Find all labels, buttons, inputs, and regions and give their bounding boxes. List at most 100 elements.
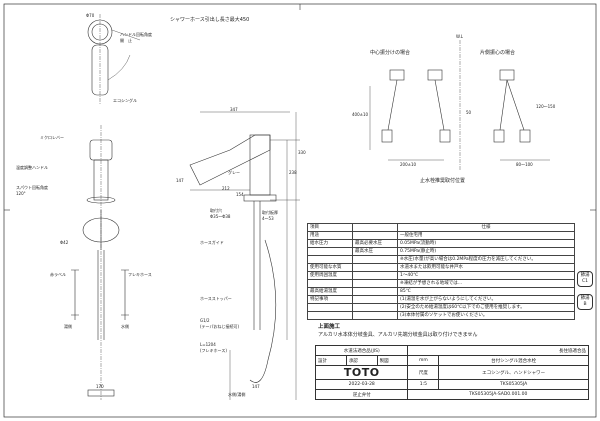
spec-cell: 0.05MPa(流動時) [397, 239, 575, 248]
spec-cell: 0.75MPa(静止時) [397, 247, 575, 256]
dim-200: 200±10 [400, 162, 417, 167]
unit: mm [407, 355, 440, 366]
spec-header-spec: 仕様 [397, 223, 575, 232]
tb-row-2: 設計 承認 製図 mm 台付シングル混合水栓 [315, 355, 589, 366]
water-certified: 水道法適合品(JIS) [314, 345, 409, 356]
dim-70: Φ70 [86, 13, 95, 18]
spec-cell: 使用可能な水質 [307, 263, 353, 272]
spec-cell: 水道水または飲用可能な井戸水 [397, 263, 575, 272]
spec-cell: ※凍結が予想される地域では... [397, 279, 575, 288]
spec-cell [352, 263, 398, 272]
table-row: 用途 一般住宅用 [307, 231, 575, 240]
tb-row-5: 逆止弁付 TKS05305JA-SAD0.001.00 [314, 389, 589, 400]
spec-cell [307, 279, 353, 288]
spec-cell: (3)本体付属のソケットでお使いください。 [397, 311, 575, 320]
spec-cell [352, 295, 398, 304]
spec-cell: 使用周囲温度 [307, 271, 353, 280]
flex-hose-mid: (フレキホース) [200, 348, 227, 353]
spec-cell: (2)安全のため給湯温度は60℃以下でのご使用を推奨します。 [397, 303, 575, 312]
notes-line1: アルカリ水本体分岐金具、アルカリ先端分岐金具は取り付けできません [318, 332, 478, 338]
drawing-number: TKS05305JA-SAD0.001.00 [407, 389, 589, 400]
l-1204: L=1204 [200, 342, 216, 347]
piping-diagrams [369, 40, 550, 170]
thickness-range: 4〜53 [262, 216, 274, 221]
long-life: 長住協適合品 [407, 345, 589, 356]
col-check: 承認 [345, 355, 378, 366]
flex-hose-left: フレキホース [128, 272, 152, 277]
spec-header-row: 項目 仕様 [307, 223, 575, 232]
remarks: 逆止弁付 [314, 389, 409, 400]
title-block: 水道法適合品(JIS) 長住協適合品 設計 承認 製図 mm 台付シングル混合水… [314, 345, 589, 414]
dim-147b: 147 [252, 384, 260, 389]
taper-note: (テーパおねじ接続可) [200, 324, 240, 329]
hose-stopper-label: ホースストッパー [200, 296, 232, 301]
table-row: (3)本体付属のソケットでお使いください。 [307, 311, 575, 320]
microlever-label: ミクロレバー [40, 135, 64, 140]
table-row: ※水圧(水量)が高い場合は0.2MPa程度の圧力を減圧してください。 [307, 255, 575, 264]
dim-147: 147 [176, 178, 184, 183]
spec-cell [352, 279, 398, 288]
hot-water-label: 湯側 [64, 324, 72, 329]
stamp-b: 節湯B [577, 294, 593, 310]
spec-cell: 85℃ [397, 287, 575, 296]
spec-cell: 特記事項 [307, 295, 353, 304]
stop-valve-position-label: 止水栓推奨取付位置 [420, 178, 466, 184]
product-name: 台付シングル混合水栓 [438, 355, 589, 366]
center-mount-label: 中心振分けの場合 [370, 50, 411, 56]
tb-row-3: TOTO 尺度 エコシングル、ハンドシャワー [314, 365, 589, 380]
dim-330: 330 [298, 150, 306, 155]
date: 2022-03-28 [314, 379, 409, 390]
model-number: TKS05305JA [438, 379, 589, 390]
dim-80-100: 80〜100 [516, 162, 533, 167]
spec-cell [352, 303, 398, 312]
spec-cell [352, 287, 398, 296]
tb-row-1: 水道法適合品(JIS) 長住協適合品 [314, 345, 589, 356]
spec-header-item: 項目 [307, 223, 353, 232]
notes-title: 上面施工 [318, 324, 341, 330]
spec-cell: 一般住宅用 [397, 231, 575, 240]
water-side-note: 水側/湯側 [228, 392, 246, 397]
brand-logo: TOTO [314, 365, 409, 380]
spec-cell: 1〜40℃ [397, 271, 575, 280]
dim-50: 50 [466, 110, 472, 115]
shower-hose-note: シャワーホース引出し長さ最大450 [170, 17, 250, 23]
dim-347: 347 [230, 107, 238, 112]
spec-cell: 最高必要水圧 [352, 239, 398, 248]
dim-42: Φ42 [60, 240, 69, 245]
counter-thickness-label: 取付板厚 [262, 210, 278, 215]
open-close-label: 開 止 [120, 38, 132, 43]
col-hand: 設計 [315, 355, 347, 366]
spec-cell [307, 303, 353, 312]
spec-cell: 用途 [307, 231, 353, 240]
red-label: 赤ラベル [50, 272, 66, 277]
table-row: 使用可能な水質 水道水または飲用可能な井戸水 [307, 263, 575, 272]
spec-cell: (1)湯温を水が上がらないようにしてください。 [397, 295, 575, 304]
installation-hole-label: 取付穴 [210, 208, 222, 213]
tb-row-4: 2022-03-28 1:5 TKS05305JA [314, 379, 589, 390]
temp-handle-label: 温度調整ハンドル [16, 165, 48, 170]
table-row: 特記事項 (1)湯温を水が上がらないようにしてください。 [307, 295, 575, 304]
product-subtitle: エコシングル、ハンドシャワー [438, 365, 589, 380]
spec-cell [307, 311, 353, 320]
spec-cell: ※水圧(水量)が高い場合は0.2MPa程度の圧力を減圧してください。 [397, 255, 575, 264]
spec-cell [352, 271, 398, 280]
dim-400: 400±10 [352, 112, 369, 117]
spout-rotation-label: スパウト回転角度 [16, 185, 48, 190]
stamp-c1: 節湯C1 [577, 271, 593, 287]
g12-note: G1/2 [200, 318, 210, 323]
gray-label: グレー [228, 170, 240, 175]
faucet-front-view [71, 125, 129, 400]
col-draw: 製図 [376, 355, 409, 366]
spec-cell: 給水圧力 [307, 239, 353, 248]
dim-212: 212 [222, 186, 230, 191]
one-side-mount-label: 片側振心の場合 [480, 50, 516, 56]
hose-guide-label: ホースガイド [200, 240, 224, 245]
table-row: (2)安全のため給湯温度は60℃以下でのご使用を推奨します。 [307, 303, 575, 312]
dim-120-150: 120〜150 [536, 104, 556, 109]
spec-cell [352, 255, 398, 264]
